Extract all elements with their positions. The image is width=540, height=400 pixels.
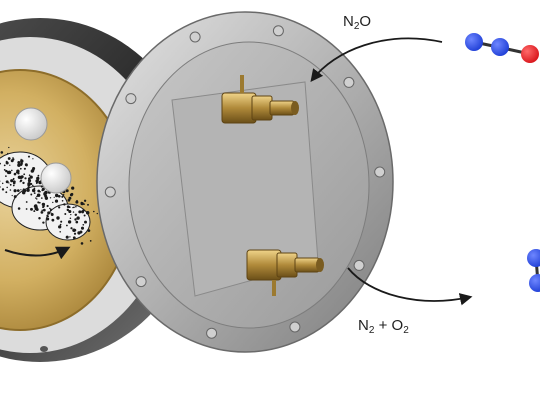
flange-bolt [343,76,355,88]
flange-bolts [104,25,386,339]
front-flange [96,11,394,353]
outlet-gas-label: N2 + O2 [358,317,409,336]
inlet-gas-label: N2O [343,13,372,32]
flange-bolt [104,186,116,198]
flange-bolt [272,25,284,37]
inlet-arrow [310,37,443,82]
flow-arrow-internal [4,246,71,260]
sample-bead [40,162,72,194]
n2o-molecule-icon [465,33,539,63]
outlet-arrow [347,267,473,306]
outlet-fitting [246,249,324,296]
flange-bolt [289,321,301,333]
flange-bolt [189,31,201,43]
inlet-fitting [221,75,299,124]
sample-bead [14,107,48,141]
flange-bolt [135,276,147,288]
flange-bolt [125,93,137,105]
flange-bolt [206,327,218,339]
n2-molecule-icon [527,249,540,292]
catalyst-bed [0,146,98,245]
flange-bolt [353,259,365,271]
flange-bolt [374,166,386,178]
